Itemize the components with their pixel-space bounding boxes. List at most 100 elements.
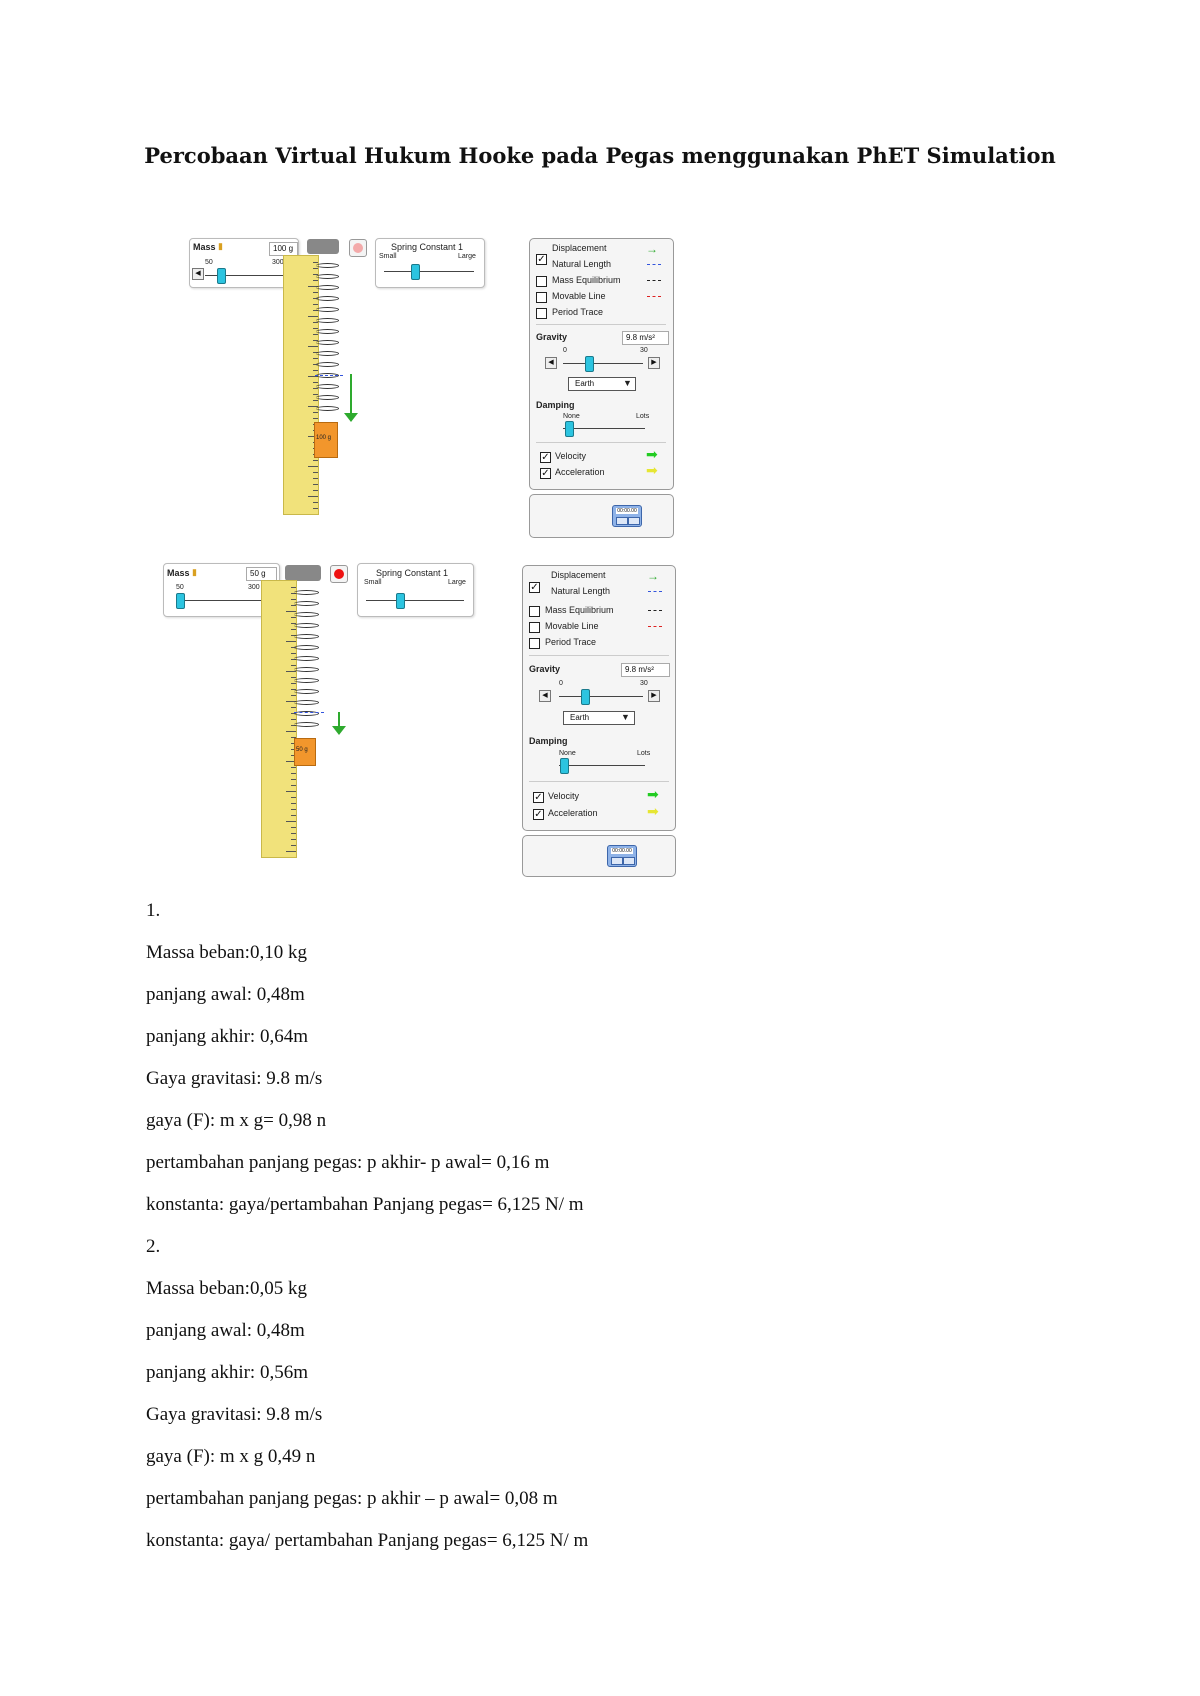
spring-slider-thumb[interactable]	[396, 593, 405, 609]
ruler-tick	[286, 641, 296, 642]
spring-slider-track	[384, 271, 474, 272]
record-button[interactable]	[330, 565, 348, 583]
mass-slider-thumb[interactable]	[176, 593, 185, 609]
mass-label: Mass	[167, 568, 190, 578]
ruler-tick	[313, 280, 318, 281]
spring-constant-label: Spring Constant 1	[376, 568, 449, 578]
ruler-tick	[313, 484, 318, 485]
ruler-tick	[313, 460, 318, 461]
gravity-max-label: 30	[640, 347, 648, 354]
damping-slider-thumb[interactable]	[560, 758, 569, 774]
ruler-tick	[308, 466, 318, 467]
stopwatch-icon[interactable]: 00:00.00	[607, 845, 637, 867]
displacement-checkbox[interactable]: ✓	[536, 254, 547, 265]
result-line: panjang awal: 0,48m	[146, 1320, 305, 1341]
result-line: 2.	[146, 1236, 161, 1257]
acceleration-arrow-icon: ➡	[647, 803, 659, 819]
gravity-value-field[interactable]: 9.8 m/s²	[622, 331, 669, 345]
ruler-tick	[291, 713, 296, 714]
spring-slider-thumb[interactable]	[411, 264, 420, 280]
mass-block-label: 100 g	[316, 435, 332, 441]
gravity-label: Gravity	[529, 664, 561, 674]
mass-block[interactable]: 100 g	[314, 422, 338, 458]
ruler-tick	[308, 406, 318, 407]
ruler-tick	[313, 298, 318, 299]
ruler-tick	[313, 322, 318, 323]
mass-value-field[interactable]: 100 g	[269, 242, 298, 256]
ruler-tick	[291, 803, 296, 804]
spring-constant-panel: Spring Constant 1 Small Large	[357, 563, 474, 617]
mass-equilibrium-checkbox[interactable]	[536, 276, 547, 287]
gravity-decrement-button[interactable]: ◀	[539, 690, 551, 702]
ruler-tick	[286, 851, 296, 852]
displacement-checkbox[interactable]: ✓	[529, 582, 540, 593]
displacement-label: Displacement	[552, 243, 607, 253]
mass-decrement-button[interactable]: ◀	[192, 268, 204, 280]
spring-large-label: Large	[458, 253, 476, 260]
ruler-tick	[291, 773, 296, 774]
velocity-checkbox[interactable]: ✓	[540, 452, 551, 463]
mass-block[interactable]: 50 g	[294, 738, 316, 766]
velocity-checkbox[interactable]: ✓	[533, 792, 544, 803]
gravity-slider-thumb[interactable]	[581, 689, 590, 705]
divider	[529, 655, 669, 656]
displacement-arrow	[350, 374, 352, 417]
stopwatch-display: 00:00.00	[616, 508, 638, 514]
acceleration-checkbox[interactable]: ✓	[533, 809, 544, 820]
natural-length-line-icon	[648, 591, 662, 592]
planet-dropdown[interactable]: Earth	[568, 377, 636, 391]
ruler-tick	[286, 731, 296, 732]
mass-value-field[interactable]: 50 g	[246, 567, 277, 581]
mass-equilibrium-checkbox[interactable]	[529, 606, 540, 617]
displacement-arrow-head	[344, 413, 358, 422]
ruler-tick	[291, 779, 296, 780]
mass-equilibrium-line-icon	[648, 610, 662, 611]
ruler-tick	[286, 791, 296, 792]
planet-dropdown[interactable]: Earth	[563, 711, 635, 725]
ruler-tick	[313, 412, 318, 413]
result-line: Gaya gravitasi: 9.8 m/s	[146, 1404, 323, 1425]
gravity-increment-button[interactable]: ▶	[648, 690, 660, 702]
ruler[interactable]	[261, 580, 297, 858]
period-trace-checkbox[interactable]	[529, 638, 540, 649]
ruler-tick	[286, 761, 296, 762]
mass-slider-thumb[interactable]	[217, 268, 226, 284]
ruler-tick	[313, 262, 318, 263]
gravity-slider-thumb[interactable]	[585, 356, 594, 372]
movable-line-checkbox[interactable]	[536, 292, 547, 303]
displacement-arrow-icon: →	[647, 569, 659, 583]
acceleration-checkbox[interactable]: ✓	[540, 468, 551, 479]
displacement-arrow-icon: →	[646, 242, 658, 256]
spring-small-label: Small	[364, 579, 382, 586]
gravity-value-field[interactable]: 9.8 m/s²	[621, 663, 670, 677]
velocity-label: Velocity	[548, 791, 580, 801]
ruler-tick	[291, 755, 296, 756]
ruler[interactable]	[283, 255, 319, 515]
ruler-tick	[291, 833, 296, 834]
ruler-tick	[291, 809, 296, 810]
ruler-tick	[291, 695, 296, 696]
gravity-slider-track	[563, 363, 643, 364]
ruler-tick	[291, 737, 296, 738]
gravity-decrement-button[interactable]: ◀	[545, 357, 557, 369]
damping-none-label: None	[563, 413, 580, 420]
damping-slider-track	[563, 428, 645, 429]
record-button[interactable]	[349, 239, 367, 257]
lock-icon: ▮	[192, 567, 197, 577]
ruler-tick	[313, 388, 318, 389]
ruler-tick	[313, 274, 318, 275]
displacement-arrow	[338, 712, 340, 730]
document-title: Percobaan Virtual Hukum Hooke pada Pegas…	[144, 143, 1056, 168]
ruler-tick	[313, 292, 318, 293]
ruler-tick	[313, 268, 318, 269]
damping-slider-thumb[interactable]	[565, 421, 574, 437]
stopwatch-icon[interactable]: 00:00.00	[612, 505, 642, 527]
result-line: panjang akhir: 0,56m	[146, 1362, 308, 1383]
period-trace-checkbox[interactable]	[536, 308, 547, 319]
mass-min-label: 50	[176, 584, 184, 591]
ruler-tick	[291, 683, 296, 684]
ruler-tick	[313, 382, 318, 383]
gravity-increment-button[interactable]: ▶	[648, 357, 660, 369]
gravity-min-label: 0	[563, 347, 567, 354]
movable-line-checkbox[interactable]	[529, 622, 540, 633]
